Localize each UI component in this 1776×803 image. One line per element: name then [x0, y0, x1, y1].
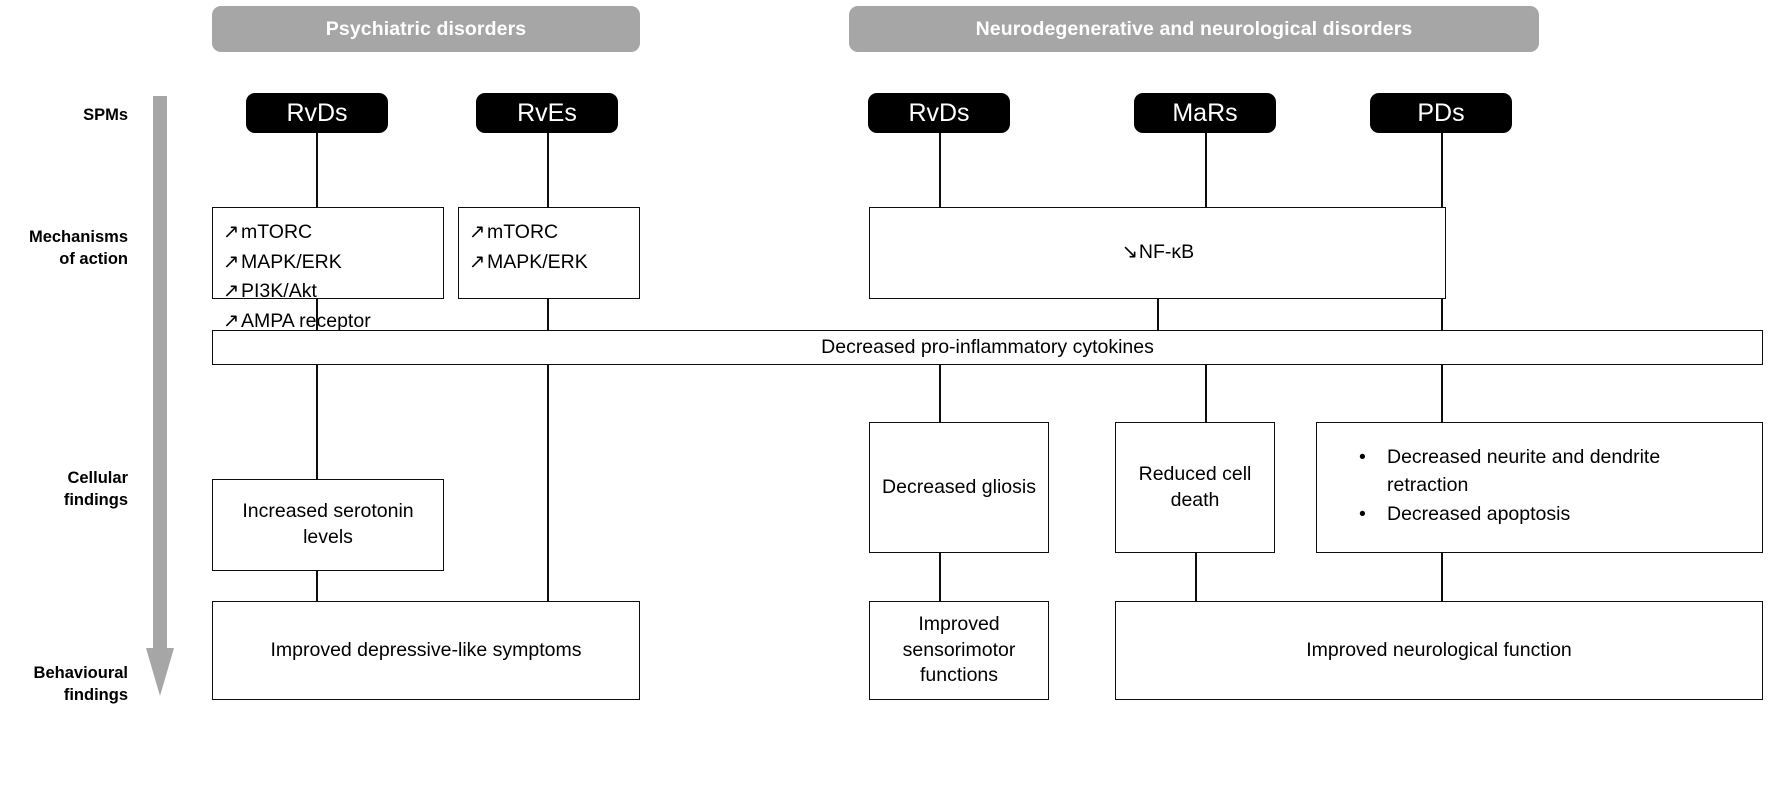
bullet-icon: •: [1359, 503, 1366, 526]
mechanisms-list-rves-psychiatric: ↗mTORC ↗MAPK/ERK: [469, 218, 588, 277]
spm-pill-rves-psychiatric-label: RvEs: [517, 98, 577, 127]
connector-rves-psych-to-mechanisms: [547, 133, 549, 208]
row-label-behavioural: Behavioural findings: [0, 662, 128, 707]
spm-pill-mars-neuro-label: MaRs: [1172, 98, 1238, 127]
shared-band-label: Decreased pro-inflammatory cytokines: [821, 335, 1154, 358]
behavioural-box-sensorimotor: Improved sensorimotor functions: [869, 601, 1049, 700]
connector-rvds-psych-to-mechanisms: [316, 133, 318, 208]
bullet-label: Decreased apoptosis: [1387, 503, 1571, 526]
cellular-box-gliosis: Decreased gliosis: [869, 422, 1049, 553]
mechanisms-box-rvds-psychiatric: ↗mTORC ↗MAPK/ERK ↗PI3K/Akt ↗AMPA recepto…: [212, 207, 444, 332]
behavioural-box-depressive-label: Improved depressive-like symptoms: [270, 638, 582, 661]
category-header-neurodegenerative: Neurodegenerative and neurological disor…: [849, 6, 1539, 52]
increase-arrow-icon: ↗: [223, 280, 240, 303]
shared-band-cytokines: Decreased pro-inflammatory cytokines: [212, 330, 1763, 365]
increase-arrow-icon: ↗: [469, 221, 486, 243]
nfkb-label: NF-κB: [1138, 241, 1195, 264]
cellular-box-neurite-bullets: • Decreased neurite and dendrite retracti…: [1316, 422, 1763, 553]
bullet-icon: •: [1359, 445, 1366, 468]
mechanism-label: mTORC: [241, 221, 313, 243]
mechanism-label: MAPK/ERK: [487, 250, 588, 273]
mechanism-item: ↗mTORC: [223, 218, 371, 248]
connector-gliosis-to-sensorimotor: [939, 553, 941, 601]
connector-rves-column-to-depressive: [547, 365, 549, 681]
connector-neurite-to-neurological: [1441, 553, 1443, 601]
row-label-cellular-line1: Cellular: [67, 469, 128, 487]
behavioural-box-depressive: Improved depressive-like symptoms: [212, 601, 640, 700]
row-label-mechanisms-line2: of action: [59, 250, 128, 269]
increase-arrow-icon: ↗: [469, 250, 486, 273]
mechanisms-list-rvds-psychiatric: ↗mTORC ↗MAPK/ERK ↗PI3K/Akt ↗AMPA recepto…: [223, 218, 371, 337]
mechanisms-box-rves-psychiatric: ↗mTORC ↗MAPK/ERK: [458, 207, 640, 299]
cellular-box-serotonin-label: Increased serotonin levels: [242, 500, 414, 548]
connector-rvds-psych-mech-to-band: [316, 299, 318, 331]
nfkb-mechanism-text: ↘NF-κB: [1121, 240, 1194, 266]
connector-cell-death-to-neurological: [1195, 553, 1197, 601]
increase-arrow-icon: ↗: [223, 250, 240, 273]
category-header-psychiatric-label: Psychiatric disorders: [325, 17, 527, 40]
decrease-arrow-icon: ↘: [1121, 241, 1139, 264]
mechanism-item: ↗MAPK/ERK: [469, 248, 588, 278]
cellular-box-cell-death-label: Reduced cell death: [1138, 462, 1252, 511]
cellular-box-cell-death: Reduced cell death: [1115, 422, 1275, 553]
spm-pill-pds-neuro[interactable]: PDs: [1370, 93, 1512, 133]
spm-pill-rvds-neuro[interactable]: RvDs: [868, 93, 1010, 133]
row-label-spms-text: SPMs: [83, 106, 128, 124]
spm-pill-rvds-neuro-label: RvDs: [908, 98, 970, 127]
mechanism-label: MAPK/ERK: [241, 250, 342, 273]
connector-mars-to-nfkb: [1205, 133, 1207, 208]
row-label-mechanisms: Mechanisms of action: [0, 226, 128, 271]
down-arrow-icon: [146, 96, 174, 696]
cellular-box-serotonin: Increased serotonin levels: [212, 479, 444, 571]
category-header-psychiatric: Psychiatric disorders: [212, 6, 640, 52]
spm-pill-mars-neuro[interactable]: MaRs: [1134, 93, 1276, 133]
spm-pill-pds-neuro-label: PDs: [1417, 98, 1465, 127]
row-label-cellular-line2: findings: [63, 491, 128, 510]
category-header-neurodegenerative-label: Neurodegenerative and neurological disor…: [975, 17, 1413, 40]
mechanism-item: ↗MAPK/ERK: [223, 248, 371, 278]
row-label-cellular: Cellular findings: [0, 467, 128, 512]
increase-arrow-icon: ↗: [223, 221, 240, 243]
mechanisms-box-nfkb-neuro: ↘NF-κB: [869, 207, 1446, 299]
behavioural-box-neurological-label: Improved neurological function: [1306, 638, 1572, 661]
cellular-box-gliosis-label: Decreased gliosis: [882, 475, 1036, 498]
mechanism-label: PI3K/Akt: [241, 280, 317, 303]
mechanism-item: ↗AMPA receptor: [223, 307, 371, 337]
mechanism-item: ↗mTORC: [469, 218, 588, 248]
spm-pill-rves-psychiatric[interactable]: RvEs: [476, 93, 618, 133]
increase-arrow-icon: ↗: [223, 309, 240, 332]
connector-band-to-serotonin: [316, 365, 318, 479]
behavioural-box-neurological: Improved neurological function: [1115, 601, 1763, 700]
row-label-behavioural-line2: findings: [63, 686, 128, 705]
row-label-spms: SPMs: [0, 104, 128, 126]
spm-pill-rvds-psychiatric[interactable]: RvDs: [246, 93, 388, 133]
connector-nfkb-to-band: [1157, 299, 1159, 331]
spm-pill-rvds-psychiatric-label: RvDs: [286, 98, 348, 127]
connector-rvds-neuro-to-nfkb: [939, 133, 941, 208]
bullet-label: Decreased neurite and dendrite retractio…: [1387, 445, 1661, 496]
cellular-bullet-list: • Decreased neurite and dendrite retracti…: [1325, 444, 1754, 531]
mechanism-label: mTORC: [487, 221, 559, 243]
connector-rves-psych-mech-to-band: [547, 299, 549, 331]
list-item: • Decreased neurite and dendrite retracti…: [1359, 444, 1744, 499]
mechanism-item: ↗PI3K/Akt: [223, 277, 371, 307]
behavioural-box-sensorimotor-label: Improved sensorimotor functions: [902, 612, 1016, 687]
row-label-behavioural-line1: Behavioural: [33, 664, 128, 682]
mechanism-label: AMPA receptor: [241, 309, 371, 332]
list-item: • Decreased apoptosis: [1359, 501, 1744, 529]
row-label-mechanisms-line1: Mechanisms: [28, 228, 128, 246]
